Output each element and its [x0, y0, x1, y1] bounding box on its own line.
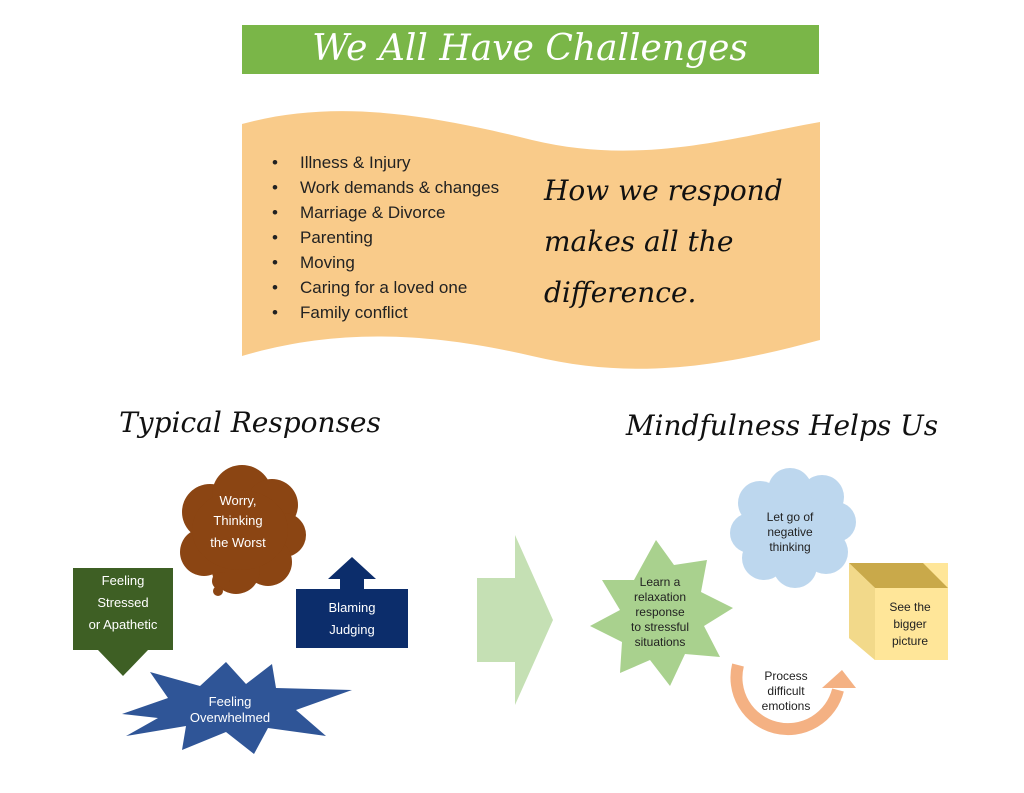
worry-label: Thinking	[213, 513, 262, 528]
challenge-item: Caring for a loved one	[300, 278, 467, 297]
let-go-label: thinking	[769, 540, 810, 554]
down-arrow-icon	[73, 568, 173, 676]
worry-label: Worry,	[219, 493, 256, 508]
bigger-picture-label: picture	[892, 634, 928, 648]
title-background	[242, 25, 819, 74]
overwhelmed-label: Feeling	[209, 694, 252, 709]
bullet-icon: •	[272, 203, 278, 222]
bullet-icon: •	[272, 278, 278, 297]
message-line: makes all the	[544, 225, 733, 258]
let-go-label: negative	[767, 525, 813, 539]
response-message: How we respond makes all the difference.	[543, 174, 783, 309]
worry-label: the Worst	[210, 535, 266, 550]
title-banner: We All Have Challenges	[242, 25, 819, 74]
let-go-label: Let go of	[767, 510, 814, 524]
stressed-label: or Apathetic	[89, 617, 158, 632]
challenge-item: Family conflict	[300, 303, 408, 322]
relaxation-label: response	[635, 605, 685, 619]
challenges-banner: • Illness & Injury • Work demands & chan…	[242, 111, 820, 369]
relaxation-label: to stressful	[631, 620, 689, 634]
page-title: We All Have Challenges	[312, 28, 748, 69]
bullet-icon: •	[272, 153, 278, 172]
challenge-item: Illness & Injury	[300, 153, 411, 172]
blaming-label: Blaming	[329, 600, 376, 615]
bullet-icon: •	[272, 228, 278, 247]
stressed-down-arrow: Feeling Stressed or Apathetic	[73, 568, 173, 676]
mindfulness-heading: Mindfulness Helps Us	[625, 409, 938, 442]
challenge-item: Marriage & Divorce	[300, 203, 446, 222]
circular-arrow-icon	[730, 663, 844, 736]
process-circular-arrow: Process difficult emotions	[730, 663, 856, 736]
cloud-shape	[730, 468, 856, 588]
message-line: How we respond	[543, 174, 783, 207]
challenge-list: • Illness & Injury • Work demands & chan…	[272, 153, 499, 322]
right-arrow-icon	[477, 535, 553, 705]
let-go-cloud: Let go of negative thinking	[730, 468, 856, 588]
bigger-picture-label: See the	[889, 600, 931, 614]
bigger-picture-label: bigger	[893, 617, 926, 631]
worry-thought-cloud: Worry, Thinking the Worst	[180, 465, 306, 596]
challenge-item: Parenting	[300, 228, 373, 247]
relaxation-label: situations	[635, 635, 686, 649]
process-label: difficult	[767, 684, 805, 698]
bullet-icon: •	[272, 178, 278, 197]
cloud-shape	[180, 465, 306, 596]
up-arrow-icon	[296, 557, 408, 648]
blaming-label: Judging	[329, 622, 375, 637]
stressed-label: Feeling	[102, 573, 145, 588]
process-label: emotions	[762, 699, 811, 713]
challenge-item: Work demands & changes	[300, 178, 499, 197]
relaxation-label: Learn a	[640, 575, 681, 589]
bullet-icon: •	[272, 303, 278, 322]
message-line: difference.	[544, 276, 696, 309]
wavy-banner-shape	[242, 111, 820, 369]
bullet-icon: •	[272, 253, 278, 272]
star-icon	[590, 540, 733, 686]
process-label: Process	[764, 669, 807, 683]
typical-responses-heading: Typical Responses	[119, 406, 381, 439]
bigger-picture-cube: See the bigger picture	[849, 563, 948, 660]
overwhelmed-label: Overwhelmed	[190, 710, 270, 725]
relaxation-star: Learn a relaxation response to stressful…	[590, 540, 733, 686]
overwhelmed-burst: Feeling Overwhelmed	[122, 662, 352, 754]
explosion-icon	[122, 662, 352, 754]
challenge-item: Moving	[300, 253, 355, 272]
blaming-up-arrow: Blaming Judging	[296, 557, 408, 648]
stressed-label: Stressed	[97, 595, 148, 610]
relaxation-label: relaxation	[634, 590, 686, 604]
